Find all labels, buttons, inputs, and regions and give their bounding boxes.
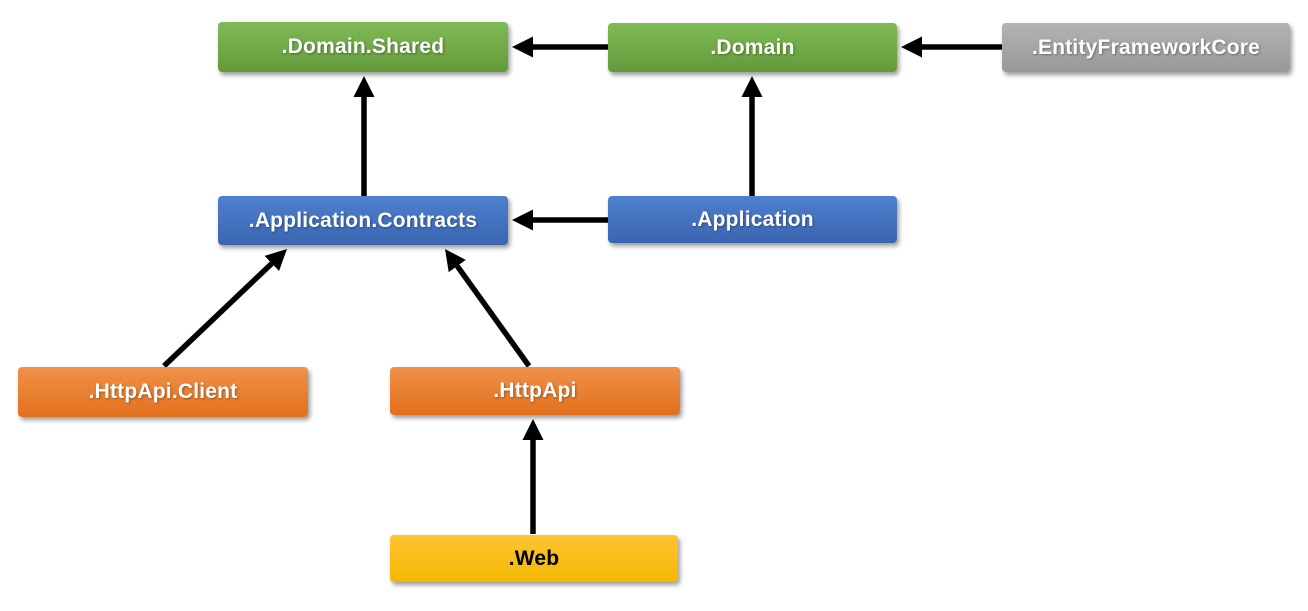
node-label-domain-shared: .Domain.Shared bbox=[281, 35, 445, 58]
node-label-entity-framework-core: .EntityFrameworkCore bbox=[1031, 35, 1261, 59]
edge-httpapi-client-to-application-contracts bbox=[162, 248, 287, 368]
node-httpapi-client: .HttpApi.Client bbox=[18, 367, 308, 417]
node-label-httpapi: .HttpApi bbox=[493, 379, 577, 402]
node-label-application: .Application bbox=[691, 207, 814, 231]
node-domain-shared: .Domain.Shared bbox=[218, 22, 508, 72]
node-label-application-contracts: .Application.Contracts bbox=[248, 208, 478, 232]
node-web: .Web bbox=[390, 535, 678, 582]
node-application-contracts: .Application.Contracts bbox=[218, 196, 508, 245]
node-domain: .Domain bbox=[608, 23, 897, 72]
edge-httpapi-to-application-contracts bbox=[445, 249, 532, 368]
node-httpapi: .HttpApi bbox=[390, 367, 680, 415]
node-label-httpapi-client: .HttpApi.Client bbox=[88, 380, 238, 403]
node-application: .Application bbox=[608, 196, 897, 243]
node-label-web: .Web bbox=[508, 546, 560, 570]
node-label-domain: .Domain bbox=[710, 35, 795, 59]
node-entity-framework-core: .EntityFrameworkCore bbox=[1002, 23, 1290, 72]
edges-group bbox=[162, 36, 1002, 534]
